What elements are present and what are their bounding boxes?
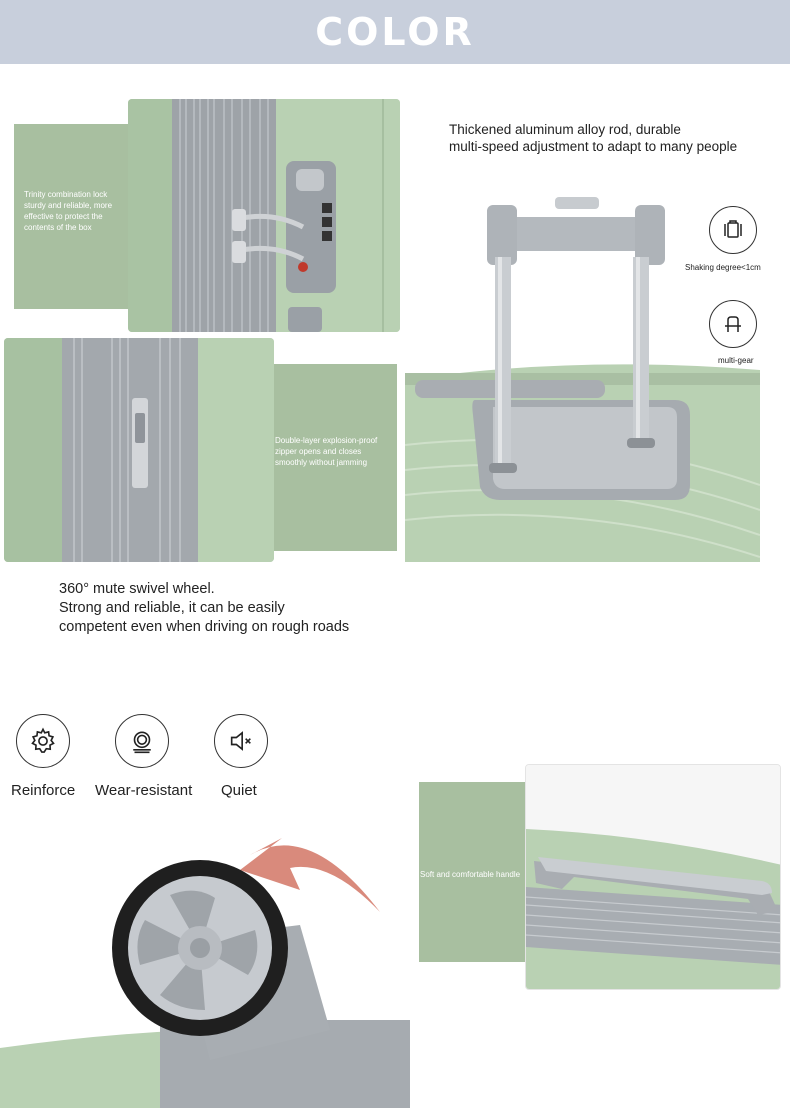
swivel-wheel-photo [0, 800, 410, 1108]
rod-title-line2: multi-speed adjustment to adapt to many … [449, 139, 738, 154]
lock-caption: Trinity combination lock sturdy and reli… [24, 190, 113, 232]
handle-caption: Soft and comfortable handle [420, 870, 521, 879]
handle-caption-panel [419, 782, 525, 962]
shaking-label: Shaking degree<1cm [685, 263, 761, 272]
zipper-caption: Double-layer explosion-proof zipper open… [275, 436, 378, 467]
wheel-line3: competent even when driving on rough roa… [59, 619, 350, 635]
reinforce-label: Reinforce [11, 782, 76, 799]
multi-gear-label: multi-gear [718, 356, 754, 365]
trolley-rod-photo [404, 195, 761, 562]
header-banner: COLOR [0, 0, 790, 64]
zipper-caption-panel [274, 364, 397, 551]
mute-speaker-icon [214, 714, 268, 768]
zipper-photo [4, 338, 274, 562]
multi-gear-icon [709, 300, 757, 348]
handle-photo [525, 764, 781, 990]
page-title: COLOR [315, 10, 475, 54]
wheel-line2: Strong and reliable, it can be easily [59, 600, 285, 616]
rod-title-line1: Thickened aluminum alloy rod, durable [449, 122, 681, 137]
lock-photo [128, 99, 400, 332]
gear-icon [16, 714, 70, 768]
rotation-arrow [240, 838, 380, 912]
wheel-line1: 360° mute swivel wheel. [59, 581, 215, 597]
shaking-icon [709, 206, 757, 254]
wear-resistant-icon [115, 714, 169, 768]
lock-caption-panel [14, 124, 134, 309]
quiet-label: Quiet [221, 782, 257, 799]
wear-resistant-label: Wear-resistant [95, 782, 193, 799]
